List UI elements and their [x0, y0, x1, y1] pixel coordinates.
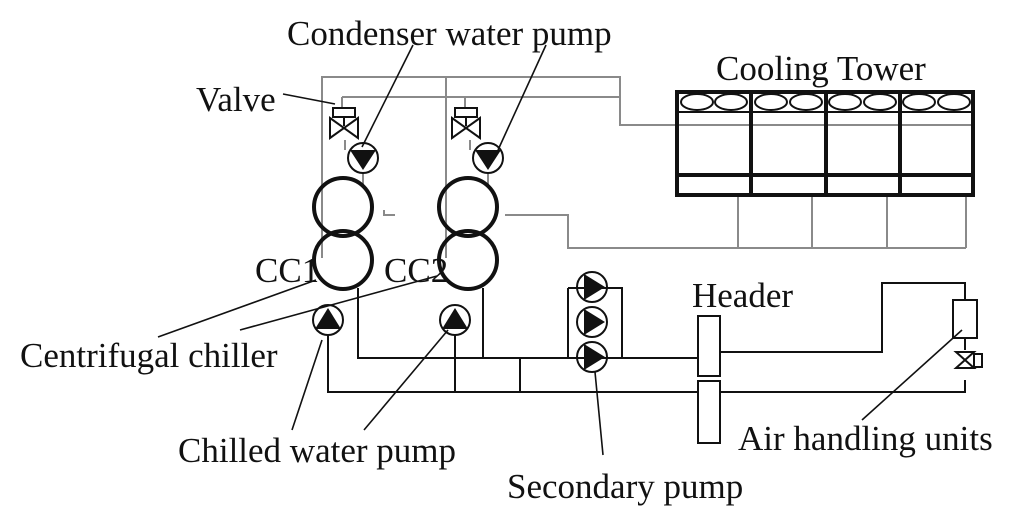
cooling-tower — [675, 90, 975, 197]
label-cc1: CC1 — [255, 251, 319, 290]
label-cc2: CC2 — [384, 251, 448, 290]
label-centrifugal-chiller: Centrifugal chiller — [20, 336, 278, 375]
secondary-pump-2 — [576, 306, 608, 338]
header-supply — [697, 315, 721, 377]
label-cooling-tower: Cooling Tower — [716, 49, 926, 88]
secondary-pump-3 — [576, 341, 608, 373]
condenser-pump-1 — [347, 142, 379, 174]
leader-lines — [157, 44, 963, 456]
tower-fans — [680, 93, 971, 111]
chiller-cc1 — [312, 176, 374, 291]
label-header: Header — [692, 276, 793, 315]
header-return — [697, 380, 721, 444]
condenser-piping — [321, 76, 975, 258]
chilled-pump-2 — [439, 304, 471, 336]
secondary-pump-1 — [576, 271, 608, 303]
valve-2 — [451, 107, 481, 140]
chilled-piping — [327, 282, 966, 393]
valve-1 — [329, 107, 359, 140]
condenser-pump-2 — [472, 142, 504, 174]
label-chilled-water-pump: Chilled water pump — [178, 431, 456, 470]
chilled-pump-1 — [312, 304, 344, 336]
chiller-cc2 — [437, 176, 499, 291]
label-valve: Valve — [196, 80, 276, 119]
label-condenser-water-pump: Condenser water pump — [287, 14, 612, 53]
label-air-handling-units: Air handling units — [738, 419, 993, 458]
label-secondary-pump: Secondary pump — [507, 467, 743, 506]
air-handling-unit — [952, 299, 983, 369]
